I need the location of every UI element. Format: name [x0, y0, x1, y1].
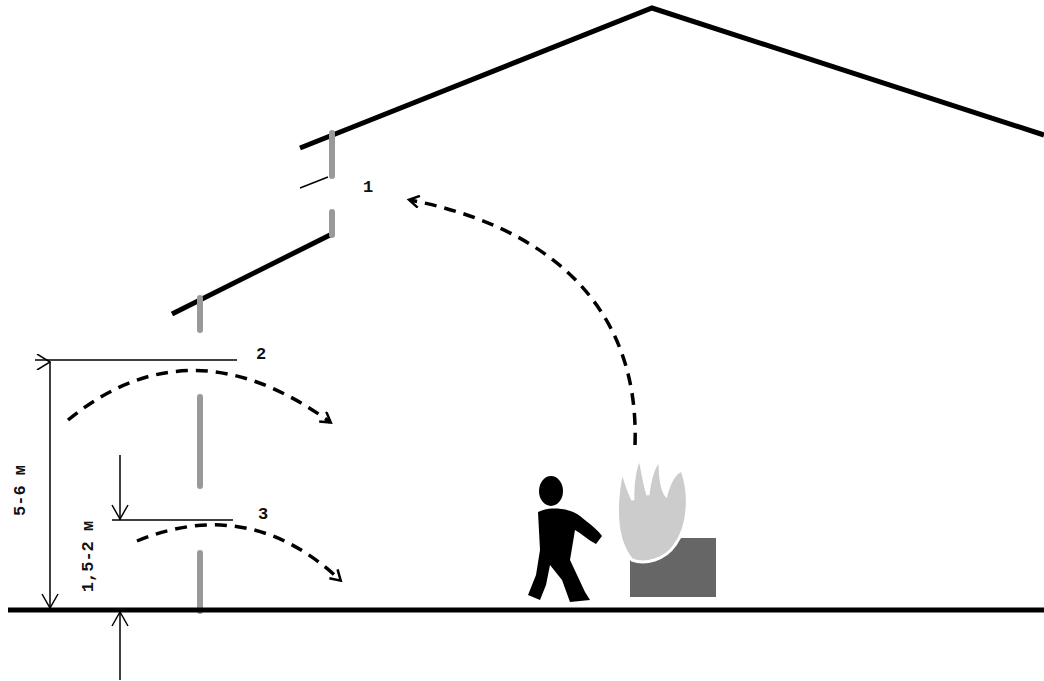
fire [618, 458, 688, 562]
roof [300, 8, 1044, 148]
callout-number: 1 [363, 179, 373, 196]
callout-number: 3 [258, 506, 268, 523]
ground [8, 608, 1044, 613]
dimension-line [49, 362, 51, 608]
person [528, 476, 602, 602]
lower-roof [172, 235, 330, 314]
dimension-label: 5-6 м [12, 464, 29, 515]
smoke-flow [68, 370, 330, 422]
callout-number: 2 [256, 346, 266, 363]
dimension-label: 1,5-2 м [80, 520, 97, 591]
wall [197, 298, 203, 330]
